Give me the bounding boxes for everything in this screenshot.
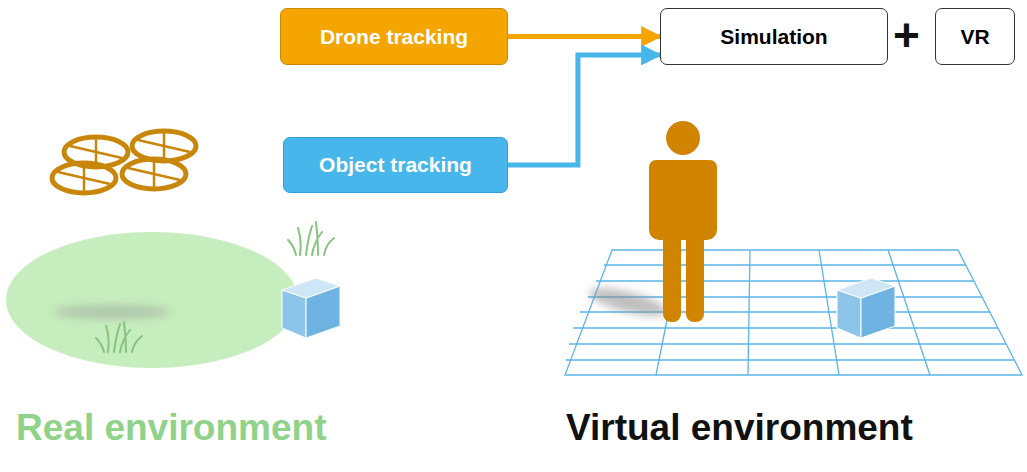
floor-grid bbox=[565, 250, 1022, 375]
arrow-connector bbox=[508, 55, 660, 165]
process-box: Drone tracking bbox=[280, 8, 508, 65]
section-title: Real environment bbox=[16, 408, 326, 449]
cube bbox=[282, 278, 340, 338]
process-box: Object tracking bbox=[283, 137, 508, 193]
cube bbox=[837, 278, 895, 338]
person-shadow bbox=[587, 283, 669, 322]
plus-sign: + bbox=[893, 10, 920, 61]
node-label: Drone tracking bbox=[320, 25, 468, 49]
arrow-connector bbox=[508, 34, 660, 39]
person bbox=[649, 121, 717, 322]
drone bbox=[52, 131, 196, 193]
process-box: Simulation bbox=[660, 8, 888, 65]
process-box: VR bbox=[935, 8, 1015, 65]
drone-shadow bbox=[54, 305, 170, 319]
node-label: Object tracking bbox=[319, 153, 472, 177]
ground bbox=[6, 232, 298, 368]
node-label: Simulation bbox=[720, 25, 827, 49]
node-label: VR bbox=[960, 25, 989, 49]
section-title: Virtual environment bbox=[566, 408, 913, 449]
